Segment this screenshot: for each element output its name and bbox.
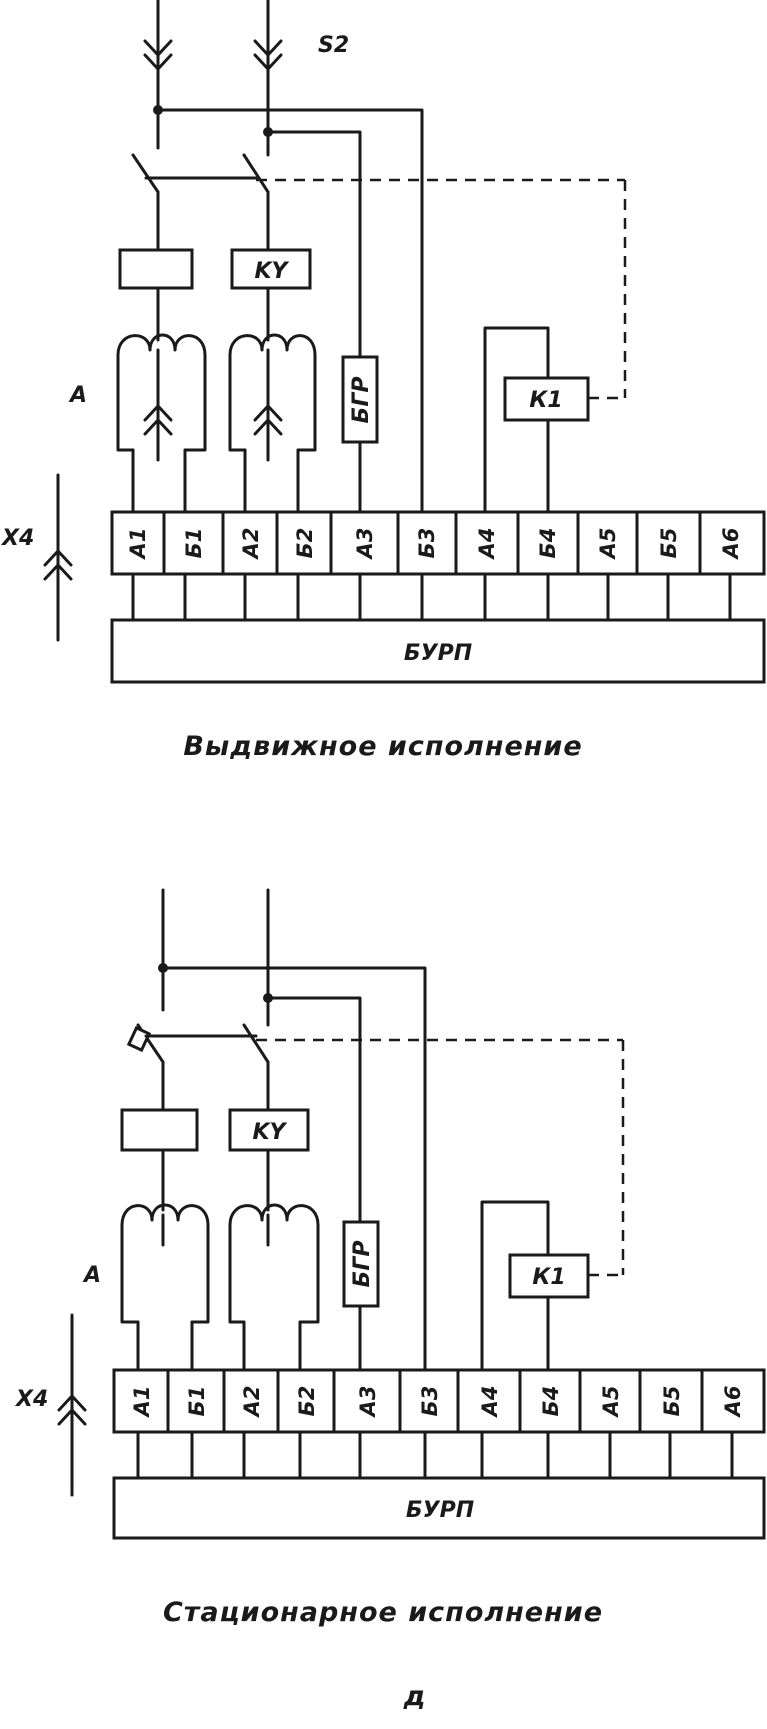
terminal-label: Б2	[295, 1386, 319, 1417]
terminal-label: А6	[721, 1386, 745, 1419]
figure-letter: д	[403, 1681, 427, 1712]
current-transformer-1	[120, 1203, 210, 1324]
terminal-label: Б1	[182, 528, 206, 559]
connector-label-s2: S2	[318, 33, 349, 58]
switch-contact-2	[242, 1023, 270, 1064]
terminal-strip	[112, 1368, 766, 1434]
device-box-bgr	[342, 1220, 380, 1308]
device-box-ku	[230, 248, 312, 290]
terminal-label: Б5	[660, 1386, 684, 1417]
label-bgr: БГР	[350, 1241, 375, 1288]
caption-stationary: Стационарное исполнение	[163, 1597, 603, 1628]
terminal-label: Б1	[185, 1386, 209, 1417]
terminal-label: Б5	[657, 528, 681, 559]
device-box-ku	[228, 1108, 310, 1152]
device-box-bgr	[341, 355, 379, 444]
current-transformer-2	[228, 333, 317, 452]
switch-lock-icon	[126, 1025, 152, 1053]
terminal-label: Б3	[418, 1386, 442, 1417]
scheme-withdrawable: S2 KY А	[0, 0, 766, 762]
label-bgr: БГР	[349, 377, 374, 424]
terminal-dividers	[162, 510, 702, 576]
current-transformer-1	[116, 333, 207, 452]
terminal-strip	[110, 510, 766, 576]
terminal-label: Б2	[293, 528, 317, 559]
unit-label: БУРП	[404, 641, 472, 666]
terminal-label: Б3	[415, 528, 439, 559]
terminal-label: Б4	[539, 1386, 563, 1417]
terminal-label: А6	[719, 528, 743, 561]
terminal-label: А3	[353, 528, 377, 561]
terminal-label: Б4	[536, 528, 560, 559]
terminal-labels: А1 Б1 А2 Б2 А3 Б3 А4 Б4 А5 Б5 А6	[126, 528, 743, 561]
caption-withdrawable: Выдвижное исполнение	[183, 731, 582, 762]
unit-block-burp	[110, 618, 766, 684]
label-ku: KY	[253, 1120, 288, 1145]
terminal-dividers	[166, 1368, 704, 1434]
terminal-label: А3	[356, 1386, 380, 1419]
scheme-stationary: KY А БГР К1 Х4	[14, 888, 766, 1628]
label-a: А	[68, 383, 87, 408]
terminal-label: А1	[126, 528, 150, 561]
label-k1: К1	[529, 388, 562, 413]
switch-contact-2	[242, 153, 270, 194]
terminal-labels: А1 Б1 А2 Б2 А3 Б3 А4 Б4 А5 Б5 А6	[130, 1386, 745, 1419]
label-a: А	[82, 1263, 101, 1288]
terminal-label: А5	[599, 1386, 623, 1419]
device-box-blank	[120, 1108, 199, 1152]
current-transformer-2	[228, 1203, 320, 1324]
terminal-label: А2	[240, 1386, 264, 1419]
label-ku: KY	[255, 259, 290, 284]
relay-box-k1	[508, 1253, 590, 1299]
terminal-label: А4	[475, 528, 499, 561]
terminal-label: А2	[239, 528, 263, 561]
unit-label: БУРП	[406, 1498, 474, 1523]
terminal-label: А4	[478, 1386, 502, 1419]
switch-contact-1	[131, 153, 160, 194]
terminal-label: А1	[130, 1386, 154, 1419]
unit-leads	[136, 1430, 734, 1480]
unit-block-burp	[112, 1476, 766, 1540]
device-box-blank	[118, 248, 194, 290]
label-x4: Х4	[0, 526, 34, 551]
terminal-label: А5	[596, 528, 620, 561]
label-x4: Х4	[14, 1387, 48, 1412]
unit-leads	[131, 572, 732, 622]
label-k1: К1	[532, 1265, 565, 1290]
